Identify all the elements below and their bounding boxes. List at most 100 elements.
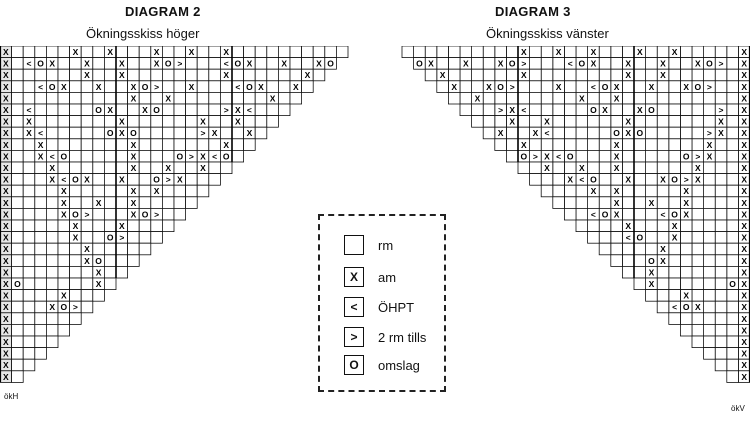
diagram-2-cell (231, 68, 245, 82)
diagram-3-cell-symbol: X (741, 175, 747, 185)
diagram-3-cell (482, 126, 496, 140)
diagram-3-cell (621, 46, 635, 59)
diagram-3-cell: X (656, 68, 670, 82)
diagram-2-cell (150, 231, 163, 244)
diagram-3-cell (587, 150, 600, 163)
diagram-3-cell (598, 92, 612, 105)
diagram-3-cell: < (563, 57, 577, 70)
diagram-3-cell (726, 312, 739, 325)
diagram-3-cell: X (529, 126, 542, 140)
diagram-3-cell (714, 335, 728, 349)
diagram-3-cell (587, 231, 600, 244)
diagram-2-cell (34, 254, 47, 267)
diagram-3-cell-symbol: X (741, 117, 747, 127)
diagram-2-cell (115, 92, 129, 105)
diagram-2-cell (34, 173, 47, 186)
diagram-3-cell (668, 184, 681, 198)
diagram-2-cell (80, 150, 94, 163)
diagram-3-cell (448, 68, 461, 82)
diagram-2-cell (161, 68, 175, 82)
diagram-3-cell-symbol: X (741, 59, 747, 69)
diagram-2-cell: X (57, 207, 71, 221)
diagram-2-cell: X (127, 207, 140, 221)
diagram-2-cell: > (219, 103, 233, 117)
diagram-3-cell-symbol: O (602, 209, 609, 219)
diagram-3-cell (621, 80, 635, 93)
diagram-3-cell: X (598, 103, 612, 117)
diagram-3-cell: X (621, 219, 635, 233)
diagram-2-cell: X (127, 138, 140, 151)
diagram-2-cell-symbol: X (3, 244, 9, 254)
diagram-3-cell (482, 68, 496, 82)
diagram-2-cell (138, 92, 152, 105)
diagram-2-cell-symbol: X (316, 59, 322, 69)
diagram-2-cell-symbol: X (3, 267, 9, 277)
diagram-2-cell: X (57, 184, 71, 198)
diagram-3-cell (540, 80, 554, 93)
diagram-2-cell (104, 277, 117, 291)
diagram-2-cell-symbol: X (3, 175, 9, 185)
diagram-3-cell (552, 103, 565, 117)
diagram-2-cell (150, 126, 163, 140)
diagram-3-cell (656, 103, 670, 117)
diagram-2-cell: X (219, 46, 233, 59)
diagram-2-cell: X (46, 57, 59, 70)
diagram-2-cell (219, 92, 233, 105)
diagram-3-cell (645, 289, 658, 302)
diagram-3-cell (726, 335, 739, 349)
diagram-2-cell (208, 46, 221, 59)
diagram-2-cell (22, 335, 36, 349)
diagram-3-cell-symbol: X (625, 128, 631, 138)
diagram-3-cell: X (703, 150, 716, 163)
diagram-3-cell (633, 196, 647, 209)
diagram-2-cell (69, 277, 82, 291)
diagram-3-cell (703, 196, 716, 209)
diagram-2-cell (173, 184, 187, 198)
diagram-2-cell (185, 161, 198, 175)
diagram-2-cell (150, 115, 163, 128)
diagram-3-cell-symbol: X (707, 151, 713, 161)
diagram-3-cell (610, 242, 623, 256)
diagram-3-cell (679, 312, 693, 325)
diagram-3-cell (656, 196, 670, 209)
diagram-3-cell (679, 115, 693, 128)
diagram-3-cell (633, 219, 647, 233)
diagram-3-cell: O (645, 103, 658, 117)
diagram-2-cell-symbol: X (73, 47, 79, 57)
diagram-3-cell (563, 68, 577, 82)
diagram-3-cell-symbol: X (544, 151, 550, 161)
diagram-2-cell-symbol: X (3, 349, 9, 359)
diagram-3-cell-symbol: O (694, 82, 701, 92)
diagram-2-cell: O (92, 103, 105, 117)
diagram-3-cell (598, 184, 612, 198)
diagram-2-cell: X (185, 80, 198, 93)
diagram-2-corner-label: ökH (4, 392, 19, 401)
diagram-2-cell (46, 184, 59, 198)
diagram-2-cell (11, 115, 24, 128)
diagram-2-cell: O (46, 80, 59, 93)
diagram-2-cell (138, 184, 152, 198)
diagram-2-cell (185, 57, 198, 70)
diagram-2-cell-symbol: O (165, 59, 172, 69)
diagram-2-cell-symbol: X (38, 151, 44, 161)
diagram-2-cell (57, 323, 71, 337)
diagram-2-cell: X (243, 126, 256, 140)
diagram-3-cell (656, 150, 670, 163)
diagram-2-cell: X (80, 173, 94, 186)
diagram-3-cell (448, 57, 461, 70)
diagram-3-cell: X (679, 80, 693, 93)
diagram-3-cell (703, 347, 716, 360)
diagram-2-cell-symbol: > (119, 233, 124, 243)
diagram-2-cell: X (92, 196, 105, 209)
diagram-3-cell (668, 242, 681, 256)
diagram-2-cell (138, 126, 152, 140)
diagram-2-cell: O (104, 126, 117, 140)
diagram-2-cell-symbol: X (154, 47, 160, 57)
diagram-2-cell (173, 80, 187, 93)
diagram-2-cell (92, 242, 105, 256)
legend-item-am: X am (344, 266, 396, 288)
diagram-3-cell (691, 68, 705, 82)
diagram-2-cell-symbol: X (61, 186, 67, 196)
diagram-2-cell (34, 277, 47, 291)
